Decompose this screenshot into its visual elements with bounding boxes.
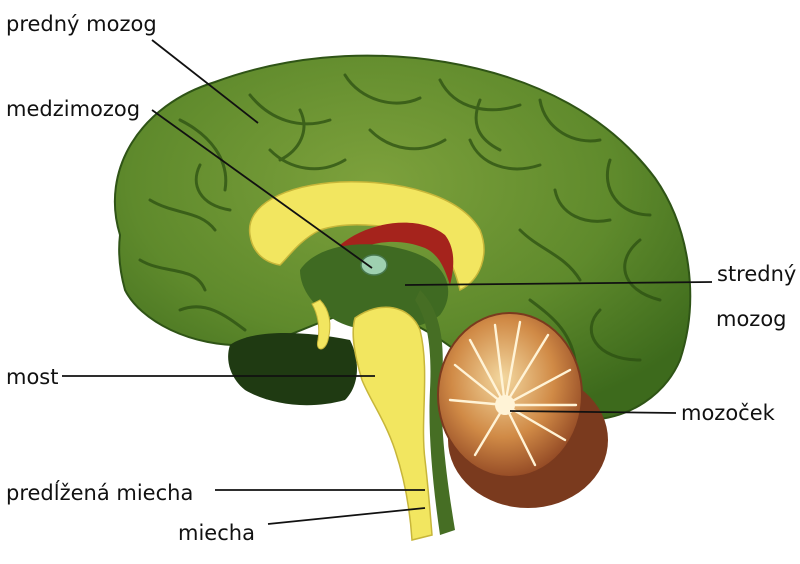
- leader-diencephalon: [151, 109, 373, 269]
- leader-lines: [62, 39, 713, 525]
- label-spinal-cord: miecha: [178, 521, 255, 545]
- label-cerebellum: mozoček: [681, 401, 775, 425]
- gyri-pattern: [138, 73, 662, 362]
- leader-spinal-cord: [267, 507, 426, 525]
- label-medulla: predĺžená miecha: [6, 481, 194, 505]
- label-pons: most: [6, 365, 59, 389]
- brainstem: [352, 306, 433, 541]
- leader-midbrain: [404, 281, 713, 286]
- label-forebrain: predný mozog: [6, 12, 157, 36]
- arbor-vitae-core: [495, 395, 515, 415]
- arbor-vitae: [448, 320, 578, 467]
- leader-cerebellum: [509, 410, 677, 414]
- thalamus-region: [300, 244, 449, 331]
- label-diencephalon: medzimozog: [6, 97, 141, 121]
- midbrain-strip: [415, 290, 455, 535]
- leader-forebrain: [151, 39, 259, 124]
- stalk: [311, 299, 331, 350]
- label-midbrain-line1: stredný: [717, 262, 797, 286]
- label-midbrain-line2: mozog: [716, 307, 787, 331]
- diencephalon-node: [360, 254, 388, 276]
- pons-dark: [228, 333, 357, 406]
- fornix-band: [340, 222, 454, 285]
- corpus-callosum: [248, 181, 485, 292]
